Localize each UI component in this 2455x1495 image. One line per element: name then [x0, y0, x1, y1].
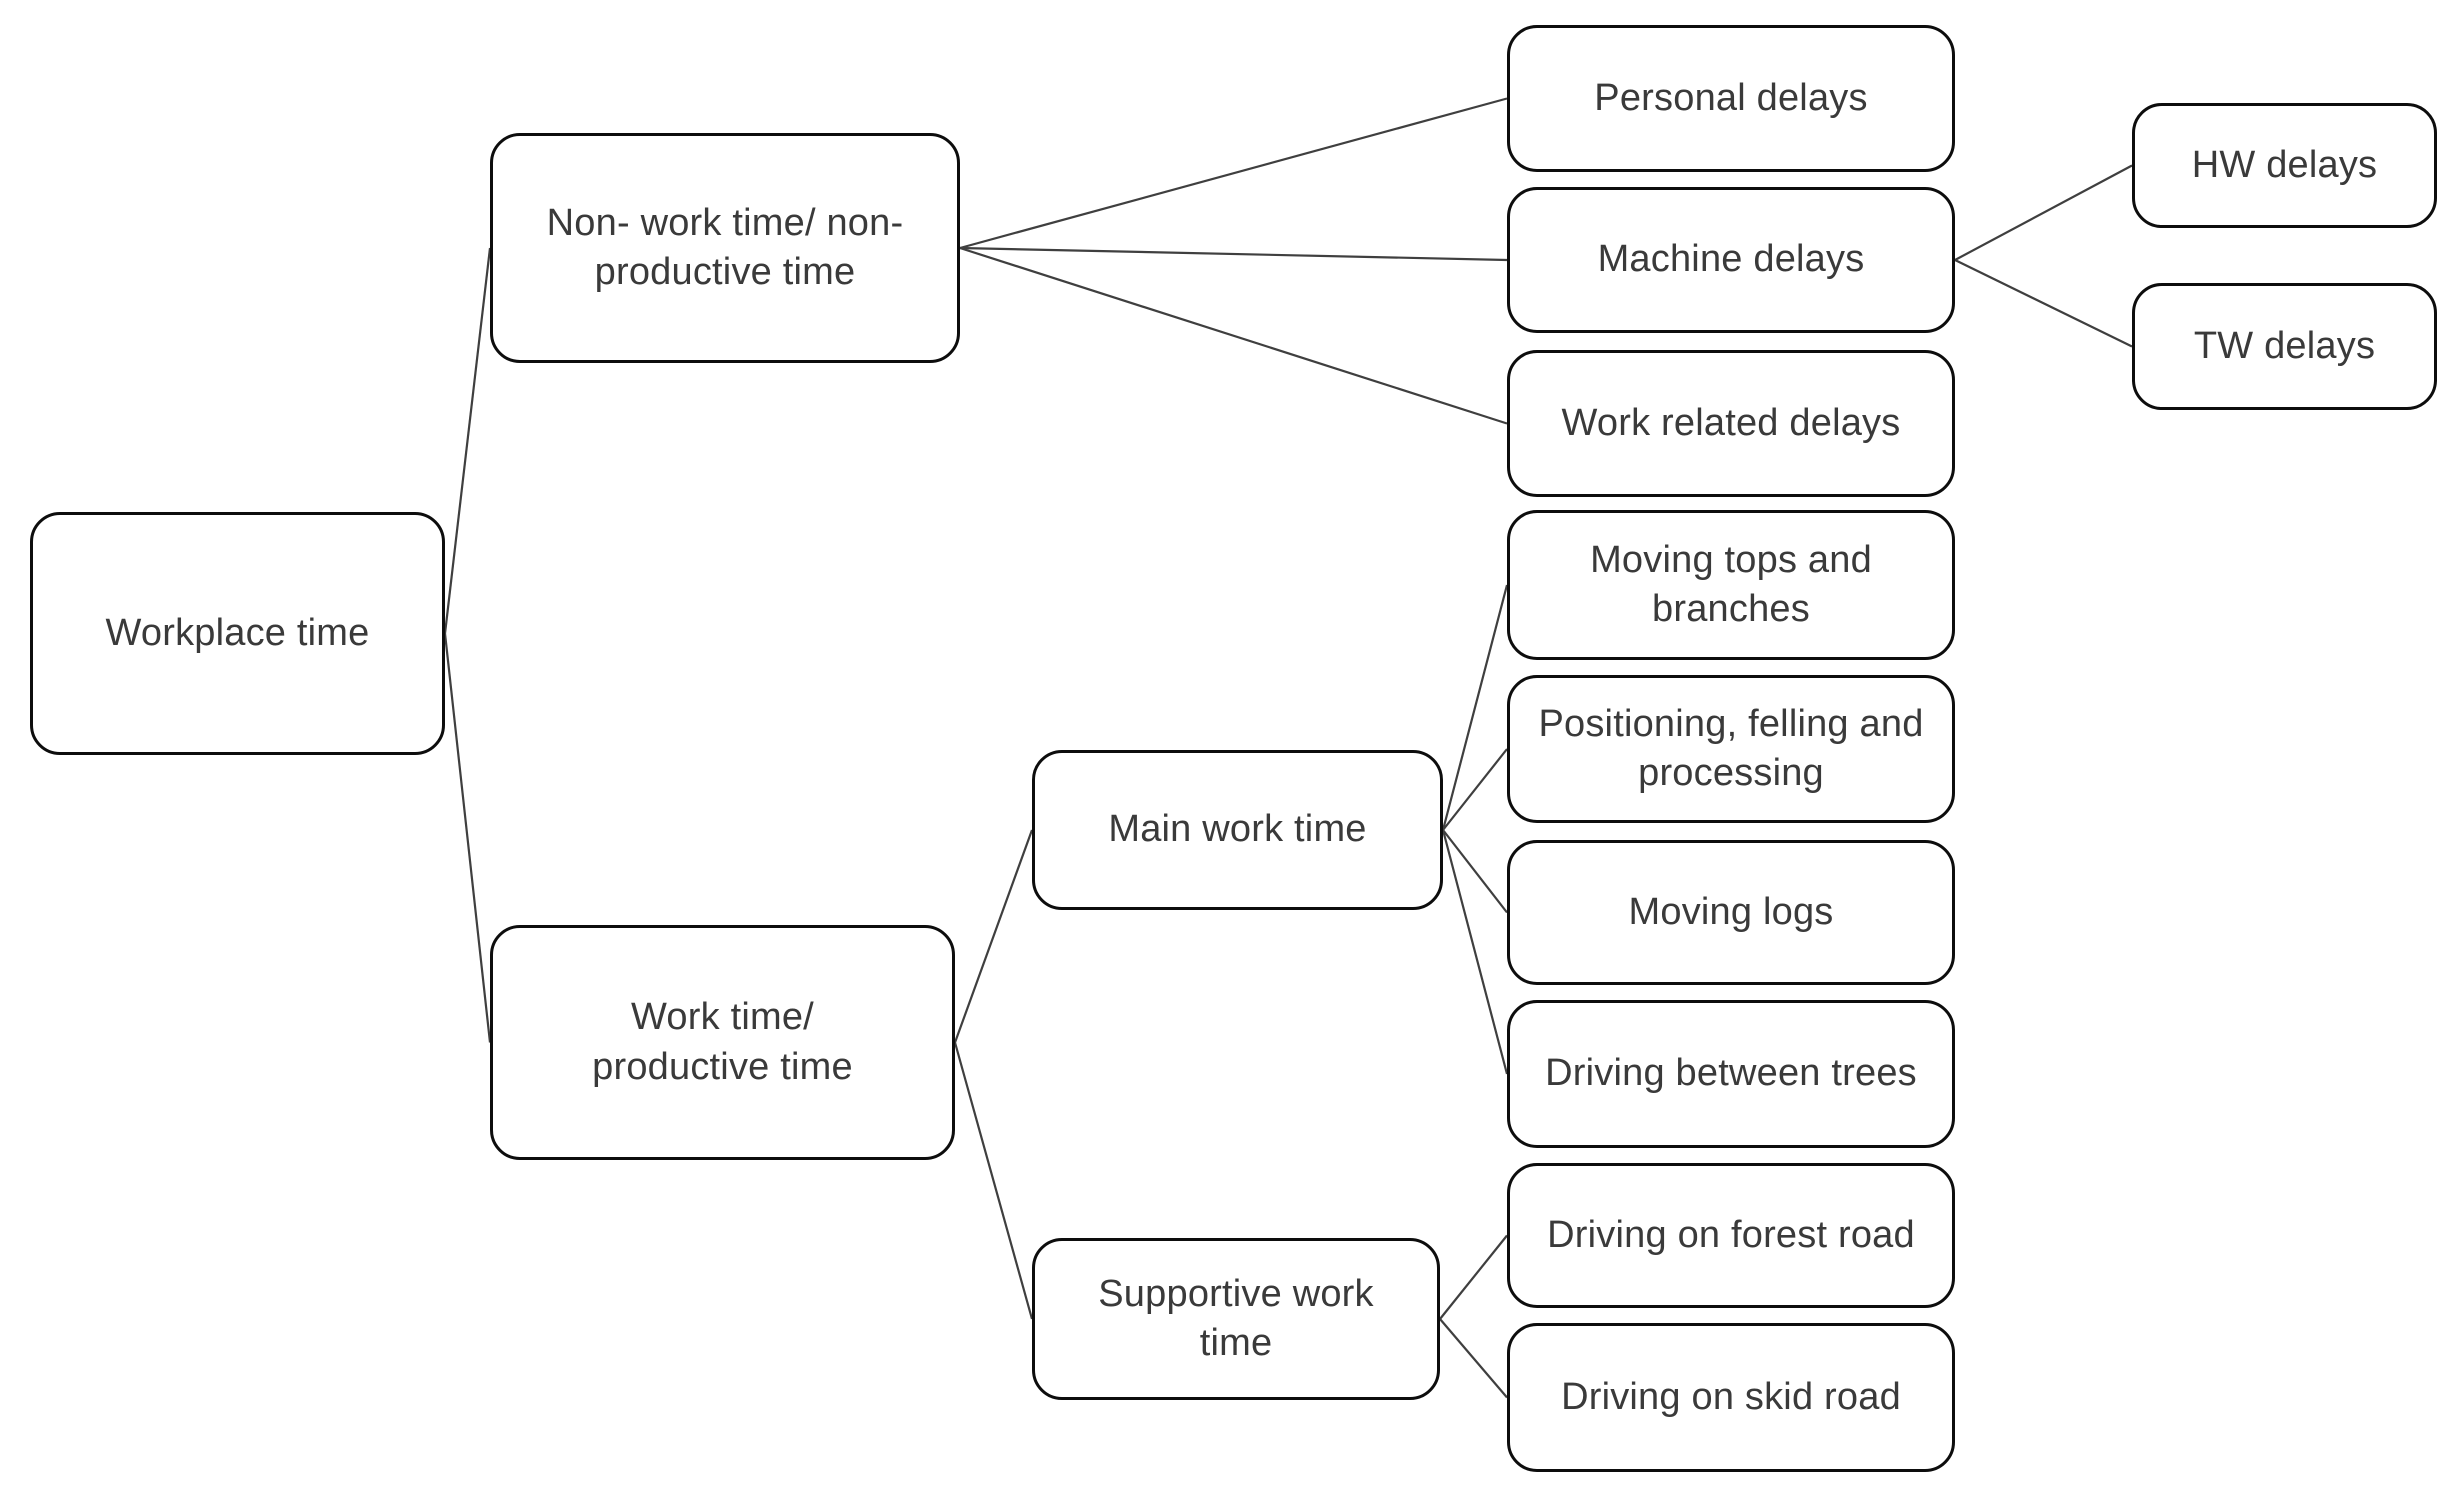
node-driving-on-skid-road: Driving on skid road: [1507, 1323, 1955, 1472]
connector-workplace-to-worktime: [443, 633, 492, 1043]
node-non-work-time: Non- work time/ non- productive time: [490, 133, 960, 363]
node-hw-delays-label: HW delays: [2191, 143, 2378, 186]
connector-nonwork-to-workrelated: [959, 246, 1508, 425]
node-workplace-time: Workplace time: [30, 512, 445, 755]
connector-main-to-movingtops: [1441, 584, 1509, 831]
connector-nonwork-to-personal: [959, 97, 1508, 250]
connector-main-to-positioning: [1442, 748, 1508, 831]
node-moving-logs-label: Moving logs: [1628, 890, 1834, 933]
connector-workplace-to-nonwork: [443, 247, 492, 634]
node-work-time: Work time/ productive time: [490, 925, 955, 1160]
node-positioning-felling-processing: Positioning, felling and processing: [1507, 675, 1955, 823]
connector-supportive-to-skidroad: [1439, 1318, 1508, 1399]
connector-nonwork-to-machine: [959, 246, 1508, 262]
connector-worktime-to-supportive: [953, 1042, 1034, 1320]
node-driving-on-forest-road-label: Driving on forest road: [1547, 1213, 1915, 1256]
node-positioning-felling-processing-label: Positioning, felling and processing: [1538, 702, 1924, 794]
node-moving-tops-and-branches-label: Moving tops and branches: [1590, 538, 1872, 630]
connector-worktime-to-main: [953, 829, 1034, 1043]
connector-supportive-to-forestroad: [1439, 1234, 1508, 1320]
connector-machine-to-hw: [1954, 164, 2133, 261]
node-hw-delays: HW delays: [2132, 103, 2437, 228]
connector-main-to-drivingtrees: [1441, 829, 1509, 1075]
node-supportive-work-time: Supportive work time: [1032, 1238, 1440, 1400]
connector-main-to-movinglogs: [1442, 829, 1508, 914]
node-personal-delays-label: Personal delays: [1594, 76, 1868, 119]
node-work-time-label: Work time/ productive time: [592, 996, 853, 1088]
node-workplace-time-label: Workplace time: [105, 611, 370, 654]
connector-machine-to-tw: [1954, 259, 2133, 348]
node-non-work-time-label: Non- work time/ non- productive time: [546, 201, 904, 293]
node-main-work-time: Main work time: [1032, 750, 1443, 910]
node-tw-delays-label: TW delays: [2193, 324, 2376, 367]
node-driving-between-trees: Driving between trees: [1507, 1000, 1955, 1148]
node-machine-delays-label: Machine delays: [1597, 238, 1865, 281]
node-driving-between-trees-label: Driving between trees: [1545, 1052, 1917, 1095]
node-machine-delays: Machine delays: [1507, 187, 1955, 333]
node-driving-on-forest-road: Driving on forest road: [1507, 1163, 1955, 1308]
node-personal-delays: Personal delays: [1507, 25, 1955, 172]
node-moving-logs: Moving logs: [1507, 840, 1955, 985]
node-work-related-delays-label: Work related delays: [1561, 401, 1901, 444]
node-supportive-work-time-label: Supportive work time: [1098, 1272, 1374, 1364]
node-moving-tops-and-branches: Moving tops and branches: [1507, 510, 1955, 660]
node-tw-delays: TW delays: [2132, 283, 2437, 410]
node-work-related-delays: Work related delays: [1507, 350, 1955, 497]
node-driving-on-skid-road-label: Driving on skid road: [1561, 1375, 1901, 1418]
node-main-work-time-label: Main work time: [1108, 808, 1367, 851]
